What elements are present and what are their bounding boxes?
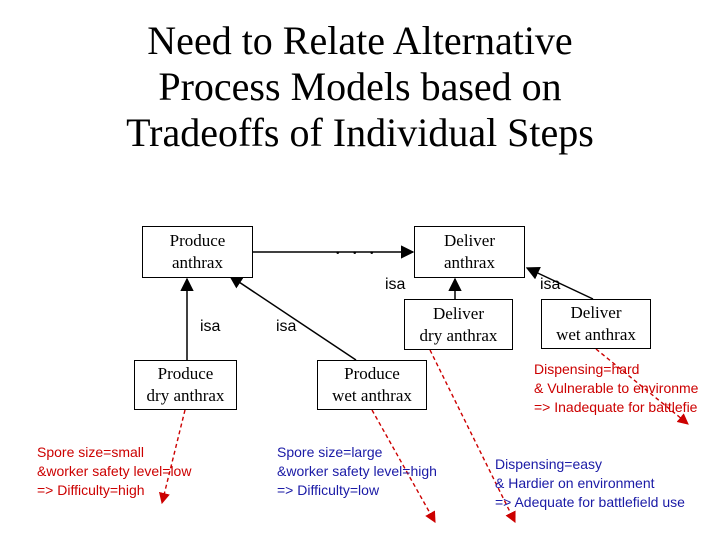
note-produce-dry-line2: &worker safety level=low (37, 463, 192, 479)
box-produce-wet-anthrax: Produce wet anthrax (317, 360, 427, 410)
box-produce-anthrax: Produce anthrax (142, 226, 253, 278)
title-line-2: Process Models based on (158, 64, 562, 109)
dashed-arrow-wet-produce-note (371, 409, 436, 523)
note-produce-wet-line2: &worker safety level=high (277, 463, 437, 479)
title-line-3: Tradeoffs of Individual Steps (126, 110, 594, 155)
box-deliver-wet-anthrax-line2: wet anthrax (556, 325, 636, 344)
note-deliver-wet-line2: & Vulnerable to environme (534, 380, 699, 396)
box-deliver-anthrax-line1: Deliver (444, 231, 495, 250)
box-produce-wet-anthrax-line1: Produce (344, 364, 400, 383)
box-produce-wet-anthrax-line2: wet anthrax (332, 386, 412, 405)
note-deliver-dry-line2: & Hardier on environment (495, 475, 655, 491)
box-deliver-anthrax: Deliver anthrax (414, 226, 525, 278)
box-deliver-wet-anthrax-line1: Deliver (570, 303, 622, 322)
box-deliver-anthrax-line2: anthrax (444, 253, 495, 272)
slide-title: Need to Relate Alternative Process Model… (0, 18, 720, 156)
note-deliver-wet: Dispensing=hard & Vulnerable to environm… (534, 360, 720, 417)
box-produce-anthrax-line2: anthrax (172, 253, 223, 272)
box-deliver-dry-anthrax-line2: dry anthrax (419, 325, 498, 345)
isa-label-produce-wet: isa (276, 318, 297, 335)
note-deliver-dry-line1: Dispensing=easy (495, 456, 603, 472)
note-produce-dry-line3: => Difficulty=high (37, 482, 145, 498)
isa-label-deliver-dry: isa (385, 276, 406, 293)
note-deliver-dry-line3: => Adequate for battlefield use (495, 494, 685, 510)
box-deliver-dry-anthrax-line1: Deliver (433, 303, 484, 323)
note-deliver-wet-line3: => Inadequate for battlefie (534, 399, 698, 415)
sequence-ellipsis: . . . (335, 234, 378, 259)
note-deliver-wet-line1: Dispensing=hard (534, 361, 640, 377)
box-deliver-dry-anthrax: Deliver dry anthrax (404, 299, 513, 350)
dashed-arrow-dry-produce-note (158, 409, 186, 505)
box-produce-dry-anthrax-line1: Produce (157, 364, 214, 383)
dashed-arrow-dry-deliver-note (429, 349, 516, 524)
isa-label-deliver-wet: isa (540, 276, 561, 293)
isa-label-produce-dry: isa (200, 318, 221, 335)
box-produce-dry-anthrax: Produce dry anthrax (134, 360, 237, 410)
note-produce-wet: Spore size=large &worker safety level=hi… (277, 443, 437, 500)
box-deliver-wet-anthrax: Deliver wet anthrax (541, 299, 651, 349)
box-produce-dry-anthrax-line2: dry anthrax (146, 386, 225, 405)
note-produce-wet-line1: Spore size=large (277, 444, 383, 460)
note-produce-dry-line1: Spore size=small (37, 444, 144, 460)
note-produce-wet-line3: => Difficulty=low (277, 482, 380, 498)
note-produce-dry: Spore size=small &worker safety level=lo… (37, 443, 191, 500)
note-deliver-dry: Dispensing=easy & Hardier on environment… (495, 455, 685, 512)
dashed-arrow-wet-deliver-note (595, 348, 689, 425)
isa-arrow-wet-deliver (525, 267, 594, 300)
box-produce-anthrax-line1: Produce (169, 231, 226, 250)
isa-arrow-wet-produce (228, 275, 357, 361)
title-line-1: Need to Relate Alternative (147, 18, 573, 63)
